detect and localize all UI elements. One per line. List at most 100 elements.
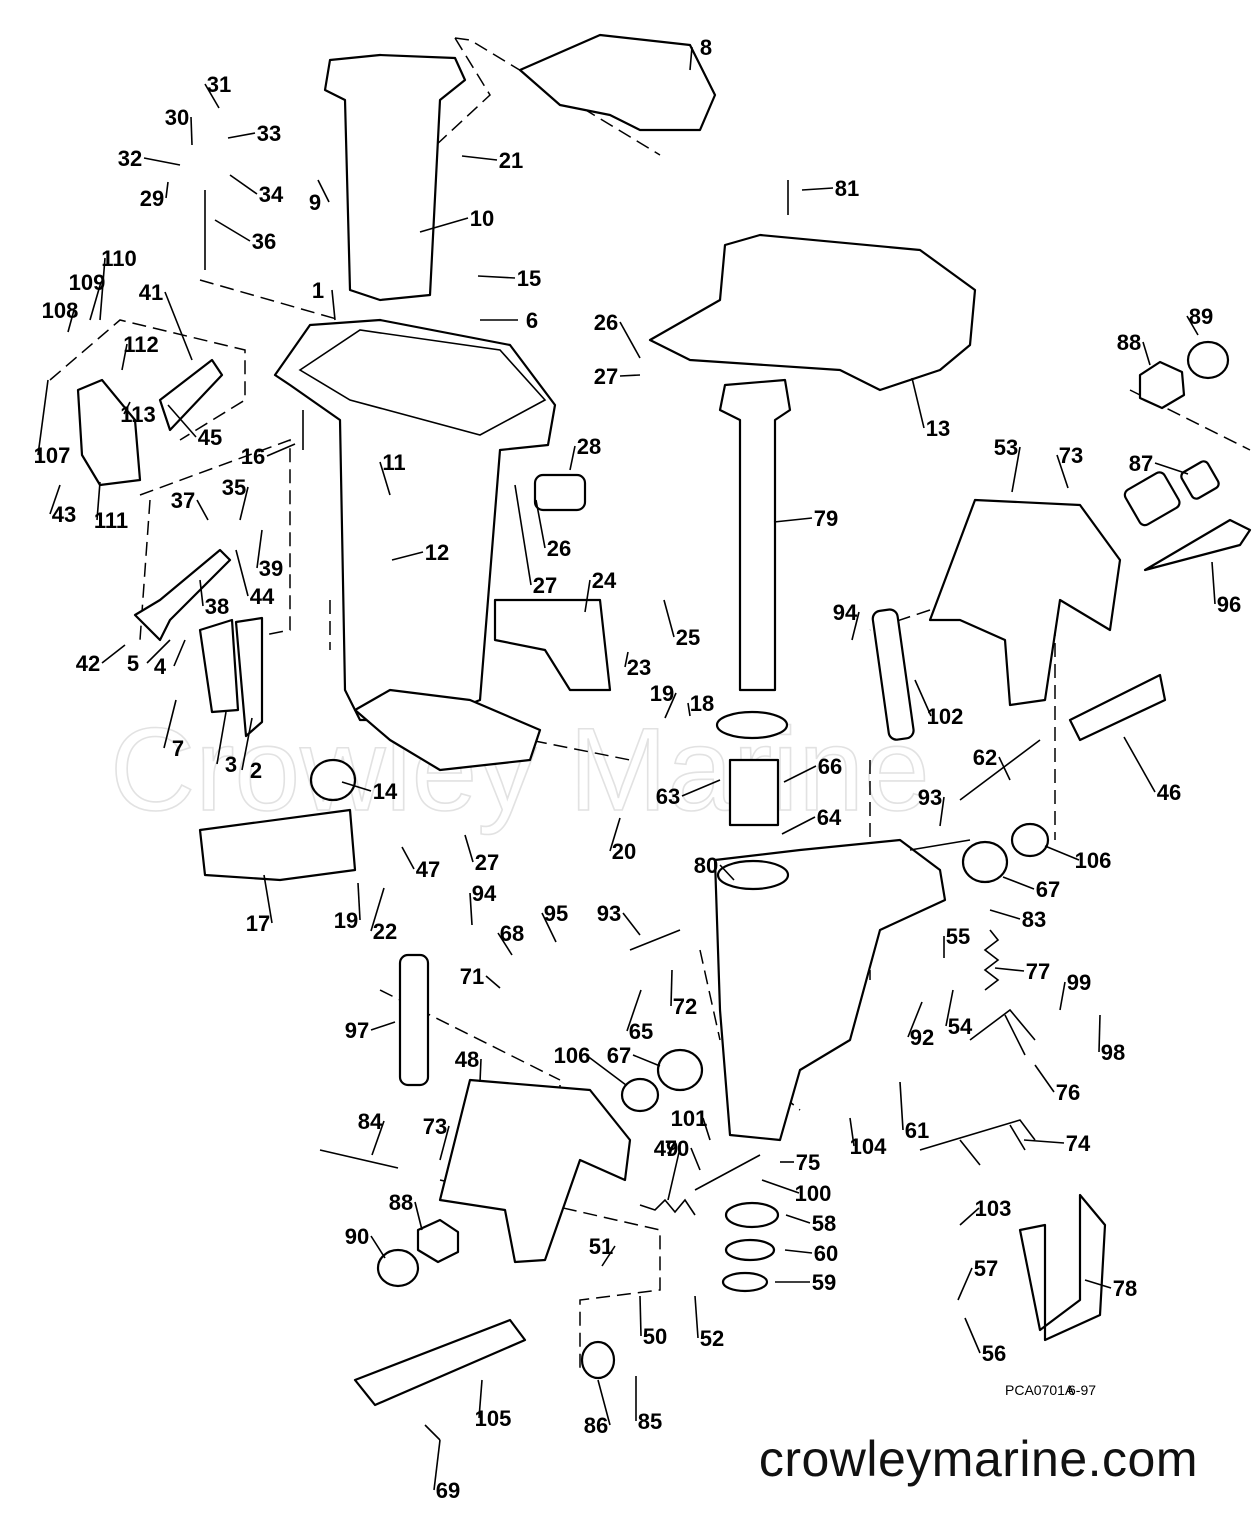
callout-leader	[67, 309, 75, 333]
callout-leader	[914, 679, 932, 717]
callout-number: 108	[42, 298, 79, 323]
callout-leader	[619, 321, 641, 359]
callout-leader	[1002, 876, 1035, 890]
callout-number: 25	[676, 625, 700, 650]
callout-leader	[121, 343, 128, 371]
callout-number: 99	[1067, 970, 1091, 995]
sleeve-87	[1123, 471, 1181, 527]
callout-leader	[783, 765, 817, 783]
callout-leader	[761, 1179, 800, 1194]
callout-number: 33	[257, 121, 281, 146]
exhaust-tube-10	[323, 53, 467, 302]
callout-leader	[216, 711, 227, 765]
callout-leader	[477, 275, 516, 279]
callout-number: 60	[814, 1241, 838, 1266]
disc-86	[580, 1340, 616, 1380]
callout-leader	[419, 217, 469, 233]
callout-leader	[601, 1245, 616, 1267]
callout-leader	[597, 1379, 611, 1426]
callout-leader	[99, 257, 106, 321]
callout-leader	[964, 1317, 981, 1354]
callout-leader	[939, 796, 945, 827]
callout-number: 54	[948, 1014, 973, 1039]
callout-number: 26	[547, 536, 571, 561]
stern-bracket-48	[438, 1078, 632, 1264]
callout-leader	[719, 864, 735, 881]
callout-number: 27	[475, 850, 499, 875]
callout-number: 6	[526, 308, 538, 333]
callout-leader	[994, 967, 1025, 972]
callout-leader	[341, 781, 372, 792]
callout-number: 81	[835, 176, 859, 201]
callout-leader	[204, 83, 220, 109]
callout-leader	[391, 551, 424, 561]
ring-60	[724, 1238, 776, 1262]
callout-number: 58	[812, 1211, 836, 1236]
callout-number: 71	[460, 964, 484, 989]
callout-number: 24	[592, 568, 617, 593]
callout-leader	[670, 969, 673, 1007]
callout-leader	[239, 486, 249, 521]
callout-leader	[1098, 1014, 1101, 1053]
bracket-111	[76, 378, 142, 487]
callout-leader	[167, 404, 197, 438]
swivel-plate-13	[648, 233, 977, 392]
callout-number: 23	[627, 655, 651, 680]
callout-number: 27	[594, 364, 618, 389]
callout-leader	[96, 481, 101, 521]
callout-leader	[1186, 315, 1199, 336]
screw-69	[424, 1424, 441, 1441]
swivel-bracket-80	[713, 838, 947, 1142]
callout-leader	[433, 1439, 441, 1491]
callout-leader	[1142, 341, 1151, 366]
callout-number: 38	[205, 594, 229, 619]
callout-leader	[702, 1117, 711, 1141]
callout-leader	[469, 892, 473, 926]
callout-leader	[227, 132, 256, 139]
screen-3	[198, 618, 240, 714]
callout-leader	[585, 1054, 627, 1086]
callout-number: 44	[250, 584, 275, 609]
callout-number: 104	[850, 1134, 887, 1159]
callout-number: 87	[1129, 451, 1153, 476]
callout-number: 112	[123, 332, 159, 357]
callout-leader	[781, 816, 816, 835]
callout-number: 37	[171, 488, 195, 513]
callout-leader	[663, 599, 675, 638]
spring-49	[639, 1198, 696, 1216]
callout-number: 88	[1117, 330, 1141, 355]
callout-number: 2	[250, 758, 262, 783]
callout-leader	[801, 187, 834, 191]
callout-number: 72	[673, 994, 697, 1019]
callout-leader	[535, 499, 546, 549]
callout-leader	[959, 1207, 980, 1226]
callout-number: 7	[172, 736, 184, 761]
callout-leader	[1044, 845, 1080, 861]
callout-leader	[667, 1147, 681, 1201]
callout-number: 102	[927, 704, 964, 729]
callout-number: 9	[309, 190, 321, 215]
callout-leader	[229, 174, 258, 195]
callout-leader	[37, 379, 49, 456]
callout-leader	[163, 699, 177, 749]
callout-leader	[1084, 1279, 1112, 1289]
callout-leader	[173, 639, 186, 667]
callout-number: 88	[389, 1190, 413, 1215]
site-url: crowleymarine.com	[758, 1431, 1198, 1487]
callout-leader	[514, 484, 532, 586]
callout-leader	[785, 1214, 811, 1224]
callout-number: 11	[382, 450, 405, 475]
callout-number: 94	[472, 881, 497, 906]
callout-number: 21	[499, 148, 523, 173]
callout-leader	[689, 46, 693, 71]
callout-number: 14	[373, 779, 398, 804]
callout-number: 20	[612, 839, 636, 864]
bracket-78	[1018, 1193, 1107, 1342]
callout-number: 89	[1189, 304, 1213, 329]
callout-number: 30	[165, 105, 189, 130]
callout-number: 103	[975, 1196, 1012, 1221]
gasket-8	[518, 33, 717, 132]
callout-leader	[485, 975, 501, 989]
callout-number: 57	[974, 1256, 998, 1281]
bolt-70	[694, 1154, 761, 1191]
